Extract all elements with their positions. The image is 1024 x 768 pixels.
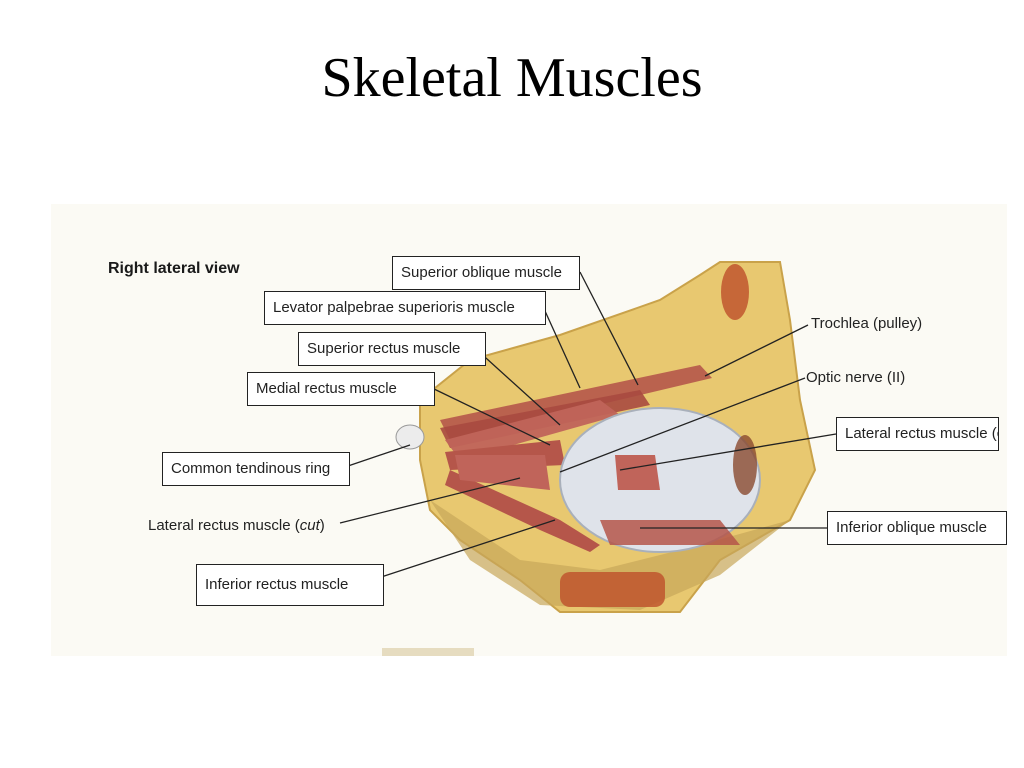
label-trochlea: Trochlea (pulley) xyxy=(811,315,923,332)
label-superior-oblique: Superior oblique muscle xyxy=(392,256,580,290)
label-lateral-rectus-cut-italic: cut xyxy=(299,517,320,534)
label-levator: Levator palpebrae superioris muscle xyxy=(264,291,546,325)
label-lateral-rectus: Lateral rectus muscle (c xyxy=(836,417,999,451)
inferior-rectus-shape xyxy=(445,470,600,552)
eyeball-shape xyxy=(559,407,761,553)
figure-edge-scrap xyxy=(382,648,474,656)
label-inferior-oblique: Inferior oblique muscle xyxy=(827,511,1007,545)
inferior-oblique-shape xyxy=(600,520,740,545)
common-ring-shape xyxy=(395,424,425,450)
label-lateral-rectus-cut-suffix: ) xyxy=(319,517,325,534)
frontal-sinus xyxy=(721,264,749,320)
superior-rectus-shape xyxy=(445,400,620,460)
lateral-rectus-cut-shape xyxy=(455,455,550,490)
slide-title: Skeletal Muscles xyxy=(321,47,703,109)
cornea-shape xyxy=(733,435,757,495)
label-medial-rectus: Medial rectus muscle xyxy=(247,372,435,406)
label-lateral-rectus-cut: Lateral rectus muscle (cut) xyxy=(148,517,325,535)
view-label: Right lateral view xyxy=(108,260,240,277)
label-lateral-rectus-cut-prefix: Lateral rectus muscle ( xyxy=(148,517,300,534)
orbit-floor xyxy=(430,500,790,610)
label-optic-nerve: Optic nerve (II) xyxy=(806,369,906,386)
label-inferior-rectus: Inferior rectus muscle xyxy=(196,564,384,606)
label-superior-rectus: Superior rectus muscle xyxy=(298,332,486,366)
label-common-ring: Common tendinous ring xyxy=(162,452,350,486)
lateral-rectus-stump xyxy=(615,455,660,490)
maxillary-sinus xyxy=(560,572,665,607)
